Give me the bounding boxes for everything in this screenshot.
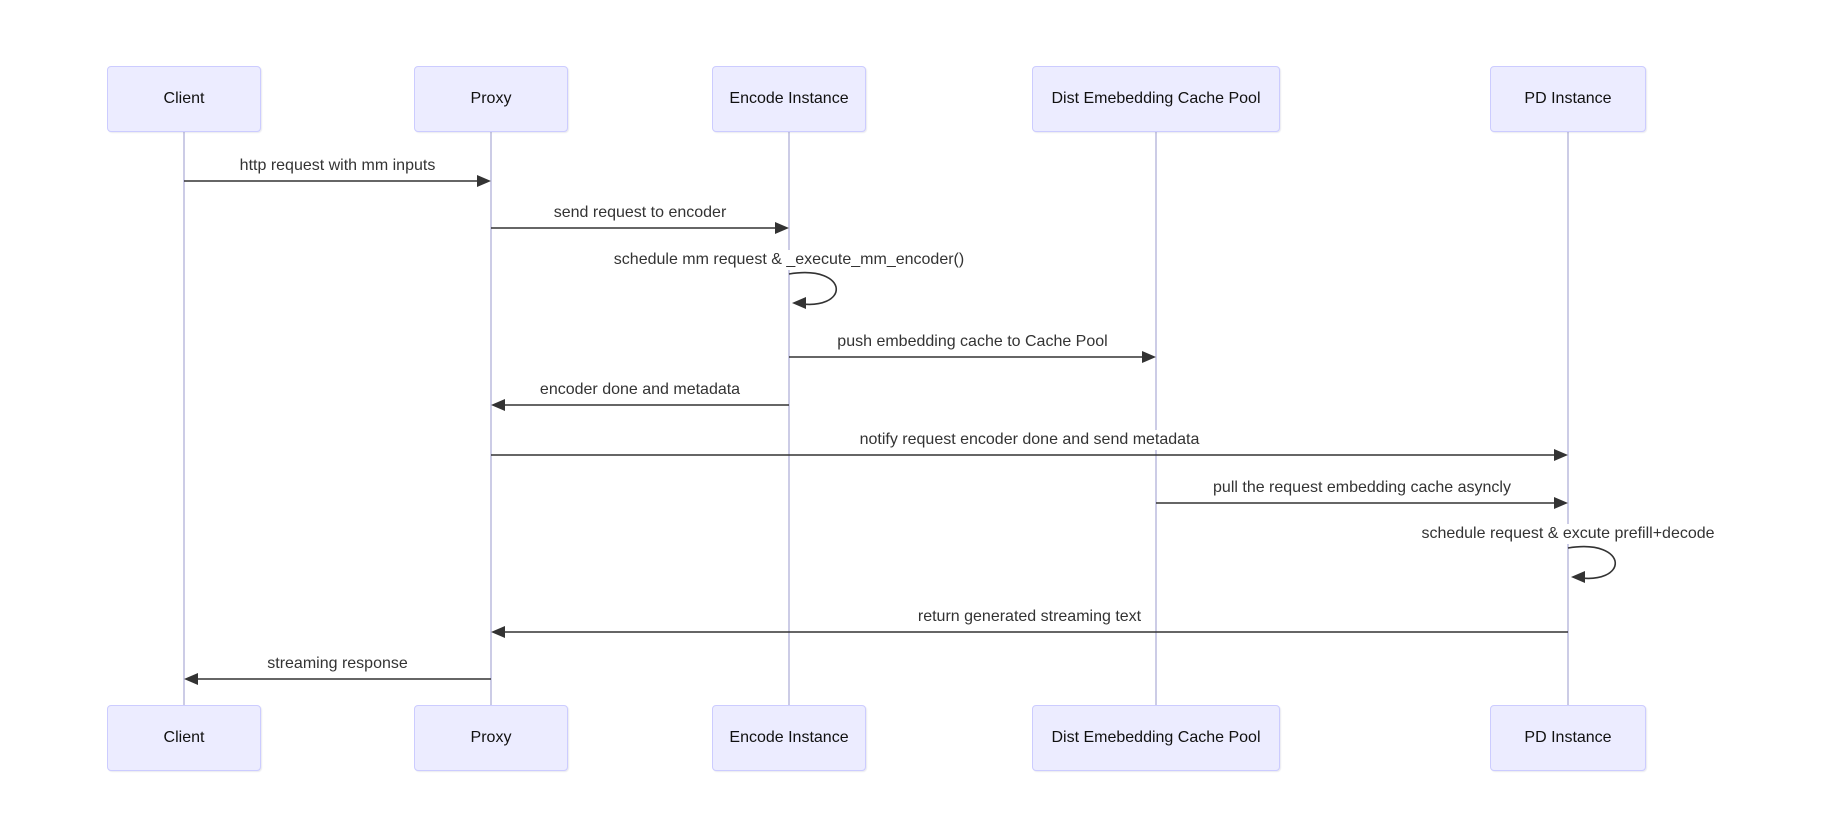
actor-label-encode: Encode Instance	[729, 90, 849, 107]
message-label: send request to encoder	[551, 203, 729, 223]
arrowhead-icon	[1142, 351, 1156, 363]
actor-label-pd: PD Instance	[1524, 90, 1612, 107]
message-label: return generated streaming text	[915, 607, 1144, 627]
actor-box-encode-top: Encode Instance	[712, 66, 866, 132]
actor-label-client: Client	[163, 729, 205, 746]
arrowhead-icon	[1554, 449, 1568, 461]
arrowhead-icon	[491, 399, 505, 411]
actor-label-proxy: Proxy	[470, 729, 512, 746]
message-label: notify request encoder done and send met…	[857, 430, 1202, 450]
actor-box-cachepool-bottom: Dist Emebedding Cache Pool	[1032, 705, 1280, 771]
arrowhead-icon	[1571, 571, 1585, 583]
message-label: encoder done and metadata	[537, 380, 743, 400]
actor-label-encode: Encode Instance	[729, 729, 849, 746]
actor-box-proxy-top: Proxy	[414, 66, 568, 132]
arrowhead-icon	[477, 175, 491, 187]
arrowhead-icon	[775, 222, 789, 234]
message-label: pull the request embedding cache asyncly	[1211, 478, 1513, 498]
arrowhead-icon	[792, 297, 806, 309]
arrowhead-icon	[184, 673, 198, 685]
arrowhead-icon	[491, 626, 505, 638]
arrowhead-icon	[1554, 497, 1568, 509]
actor-box-client-top: Client	[107, 66, 261, 132]
self-loop-arrow	[1567, 545, 1616, 580]
actor-box-pd-bottom: PD Instance	[1490, 705, 1646, 771]
actor-label-pd: PD Instance	[1524, 729, 1612, 746]
message-label: schedule mm request & _execute_mm_encode…	[611, 250, 967, 270]
actor-box-client-bottom: Client	[107, 705, 261, 771]
actor-label-cachepool: Dist Emebedding Cache Pool	[1051, 729, 1261, 746]
message-label: schedule request & excute prefill+decode	[1419, 524, 1717, 544]
actor-box-encode-bottom: Encode Instance	[712, 705, 866, 771]
actor-box-pd-top: PD Instance	[1490, 66, 1646, 132]
actor-label-cachepool: Dist Emebedding Cache Pool	[1051, 90, 1261, 107]
self-loop-arrow	[788, 271, 837, 306]
message-label: push embedding cache to Cache Pool	[835, 332, 1110, 352]
message-label: http request with mm inputs	[237, 156, 438, 176]
actor-label-proxy: Proxy	[470, 90, 512, 107]
actor-box-cachepool-top: Dist Emebedding Cache Pool	[1032, 66, 1280, 132]
actor-label-client: Client	[163, 90, 205, 107]
message-label: streaming response	[265, 654, 410, 674]
actor-box-proxy-bottom: Proxy	[414, 705, 568, 771]
